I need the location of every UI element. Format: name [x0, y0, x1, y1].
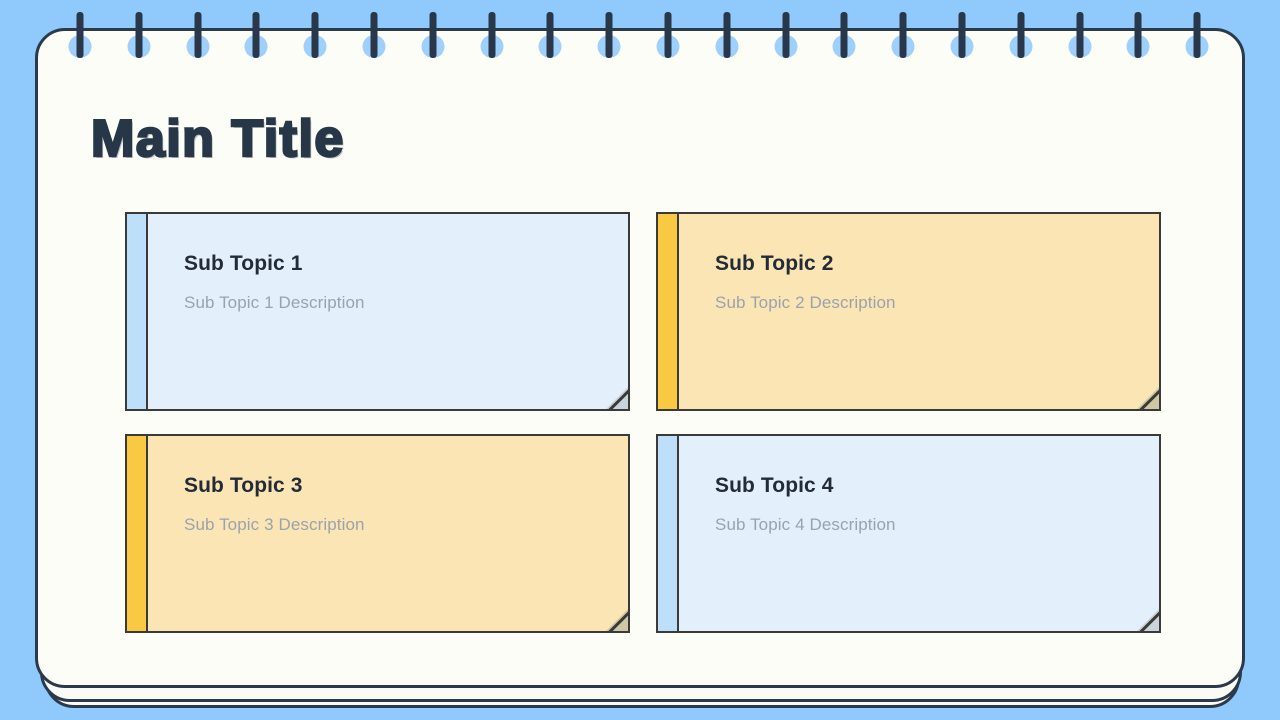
card-title: Sub Topic 2	[715, 252, 834, 275]
card-accent-stripe	[656, 212, 677, 411]
card-accent-stripe	[125, 212, 146, 411]
sub-topic-card-4[interactable]: Sub Topic 4 Sub Topic 4 Description	[656, 434, 1161, 633]
sub-topic-card-1[interactable]: Sub Topic 1 Sub Topic 1 Description	[125, 212, 630, 411]
card-body: Sub Topic 1 Sub Topic 1 Description	[146, 212, 630, 411]
card-description: Sub Topic 3 Description	[184, 515, 365, 534]
card-description: Sub Topic 4 Description	[715, 515, 896, 534]
card-description: Sub Topic 2 Description	[715, 293, 896, 312]
card-title: Sub Topic 3	[184, 474, 303, 497]
sub-topic-card-2[interactable]: Sub Topic 2 Sub Topic 2 Description	[656, 212, 1161, 411]
folded-corner-icon	[605, 607, 628, 631]
card-body: Sub Topic 4 Sub Topic 4 Description	[677, 434, 1161, 633]
page-title: Main Title	[90, 109, 345, 170]
folded-corner-icon	[605, 385, 628, 409]
folded-corner-icon	[1136, 385, 1159, 409]
notebook-page: Main Title Sub Topic 1 Sub Topic 1 Descr…	[35, 28, 1245, 688]
card-body: Sub Topic 3 Sub Topic 3 Description	[146, 434, 630, 633]
card-description: Sub Topic 1 Description	[184, 293, 365, 312]
folded-corner-icon	[1136, 607, 1159, 631]
card-accent-stripe	[656, 434, 677, 633]
sub-topic-card-3[interactable]: Sub Topic 3 Sub Topic 3 Description	[125, 434, 630, 633]
card-accent-stripe	[125, 434, 146, 633]
sub-topic-card-grid: Sub Topic 1 Sub Topic 1 Description Sub …	[125, 212, 1161, 633]
card-body: Sub Topic 2 Sub Topic 2 Description	[677, 212, 1161, 411]
card-title: Sub Topic 1	[184, 252, 303, 275]
card-title: Sub Topic 4	[715, 474, 834, 497]
